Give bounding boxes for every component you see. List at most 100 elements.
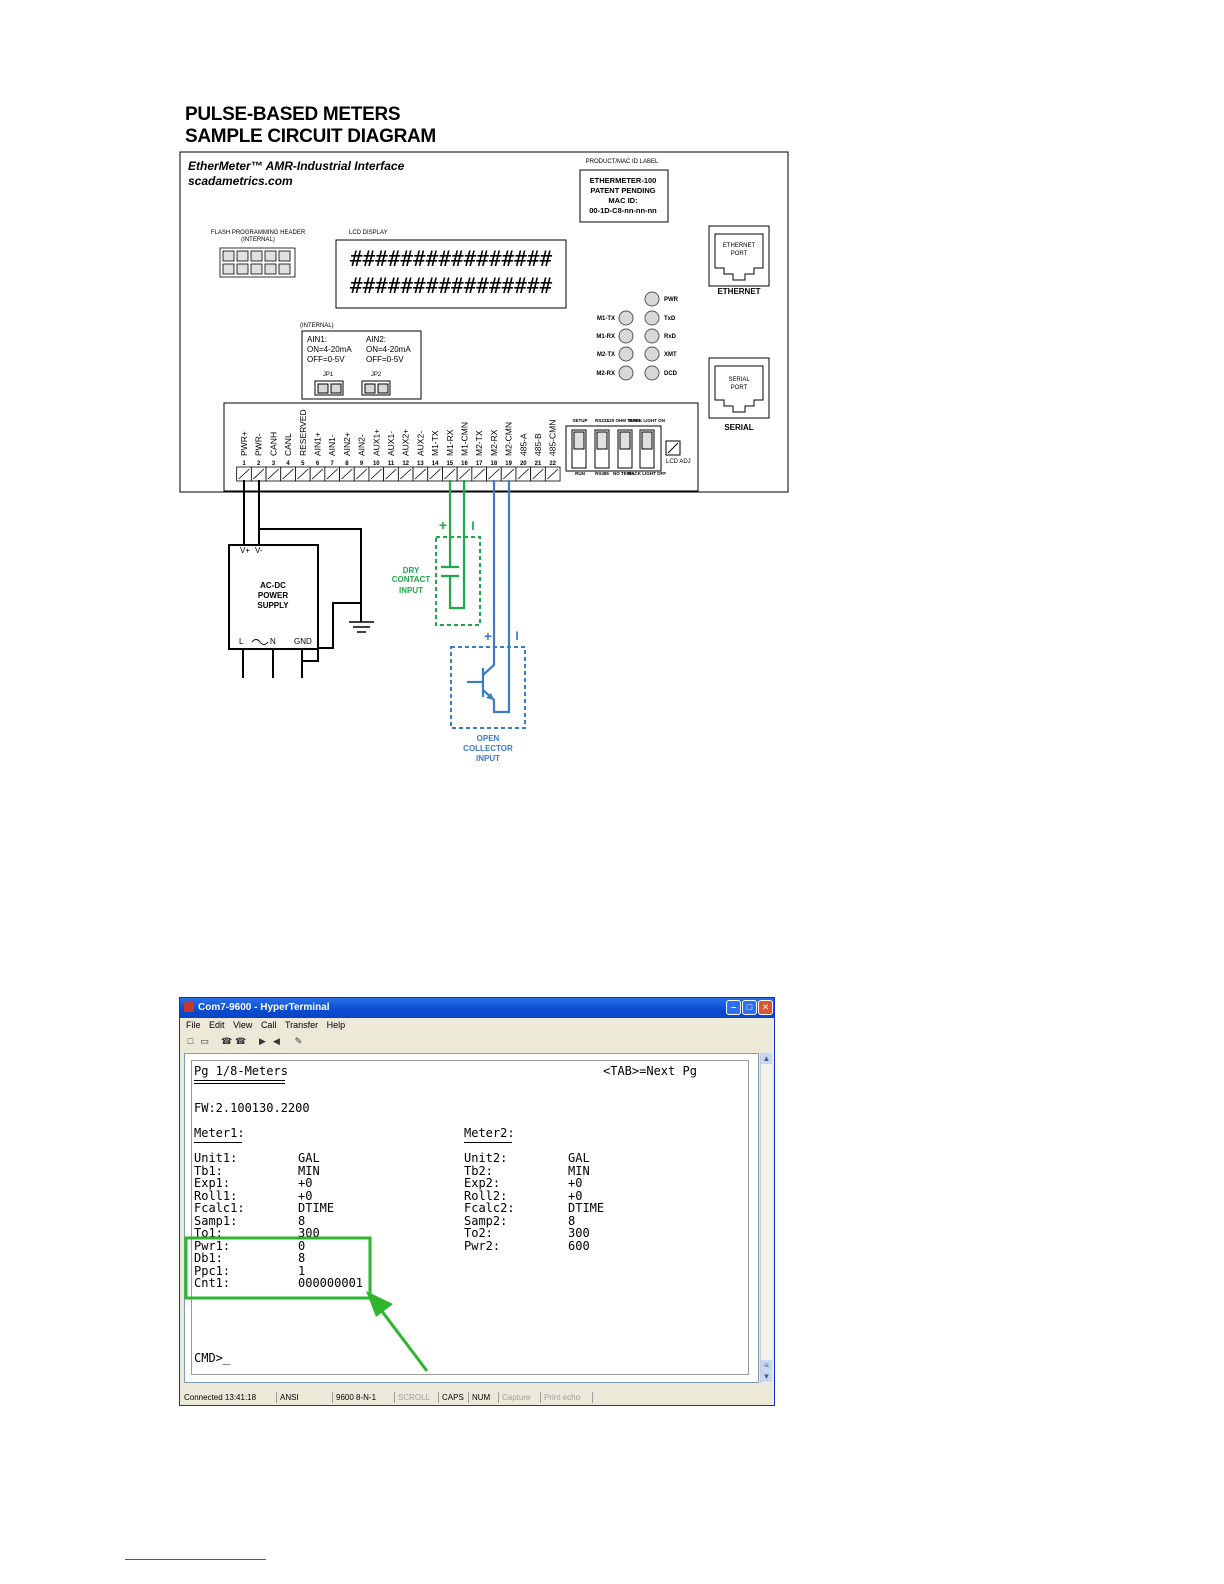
phone-icon[interactable]: ☎ [221,1036,233,1046]
terminal-label-8: AIN2+ [342,432,352,456]
led-txd-label: TxD [664,316,676,322]
led-labels-left: M1-TX M1-RX M2-TX M2-RX [596,316,615,377]
psu-gnd: GND [294,637,312,646]
maximize-button[interactable]: □ [742,1000,757,1015]
terminal-number-13: 13 [417,461,424,467]
terminal-number-17: 17 [476,461,483,467]
meter1-underline [194,1142,242,1143]
led-m2rx-label: M2-RX [596,371,615,377]
ain2-line-2: ON=4-20mA [366,345,411,354]
window-title: Com7-9600 - HyperTerminal [198,1002,330,1013]
psu-n: N [270,637,276,646]
hyperterminal-app-icon [184,1002,194,1012]
minimize-button[interactable]: – [726,1000,741,1015]
close-button[interactable]: ✕ [758,1000,773,1015]
new-file-icon[interactable]: □ [187,1036,194,1046]
terminal-number-12: 12 [402,461,409,467]
dip-top-2: RS232 [595,418,609,423]
terminal-label-3: CANH [268,432,278,456]
terminal-screw-slot-4 [282,468,294,480]
menu-view[interactable]: View [233,1020,253,1030]
status-bar: Connected 13:41:18 ANSI 9600 8-N-1 SCROL… [180,1391,774,1405]
open-collector-wires [467,480,511,714]
menu-edit[interactable]: Edit [209,1020,225,1030]
meter2-value-5: DTIME [568,1201,605,1215]
terminal-screw-slot-20 [517,468,529,480]
led-dcd-label: DCD [664,371,678,377]
meter2-title: Meter2: [464,1126,515,1140]
header-underline-2 [194,1083,285,1084]
transistor-arrow [486,693,494,700]
terminal-label-20: 485-A [518,433,528,456]
dry-contact-minus: I [471,519,474,533]
terminal-label-16: M1-CMN [460,422,470,456]
flash-header-caption-2: (INTERNAL) [241,237,275,243]
terminal-screw-slot-6 [311,468,324,480]
hyperterminal-window: Com7-9600 - HyperTerminal – □ ✕ File Edi… [179,997,775,1406]
serial-jack-outline [714,365,764,413]
open-collector-minus: I [515,629,518,643]
power-wires [242,480,362,678]
terminal-number-16: 16 [461,461,468,467]
terminal-number-7: 7 [331,461,335,467]
menu-help[interactable]: Help [326,1020,346,1030]
meter1-key-3: Exp1: [194,1176,231,1190]
footer-rule [125,1559,266,1560]
meter2-value-8: 600 [568,1238,590,1253]
meter2-value-3: +0 [568,1176,583,1190]
terminal-screw-slot-12 [400,468,412,480]
terminal-screw-slot-21 [532,468,544,480]
status-emulation: ANSI [278,1392,333,1403]
dip-switch-block [565,425,662,472]
scroll-down-icon[interactable]: ▼ [761,1371,772,1382]
open-collector-label-1: OPEN [477,734,500,743]
menu-bar: File Edit View Call Transfer Help [180,1018,774,1032]
meter1-key-5: Fcalc1: [194,1201,245,1215]
terminal-screw-slot-14 [429,468,441,480]
terminal-label-22: 485-CMN [548,420,558,456]
window-titlebar[interactable]: Com7-9600 - HyperTerminal – □ ✕ [180,998,774,1018]
properties-icon[interactable]: ✎ [294,1036,303,1046]
send-icon[interactable]: ▶ [259,1036,266,1046]
power-supply-box [228,544,319,650]
meter2-key-1: Unit2: [464,1151,508,1165]
title-line-1: PULSE-BASED METERS [185,104,401,125]
meter1-key-2: Tb1: [194,1163,223,1178]
open-folder-icon[interactable]: ▭ [200,1036,209,1046]
device-name: EtherMeter™ AMR-Industrial Interface [188,159,405,173]
led-xmt-label: XMT [664,352,677,358]
dip-top-labels: SETUP RS232 120 OHM TERM. BACK LIGHT ON [572,418,664,423]
serial-port-label-2: PORT [731,385,748,391]
terminal-output[interactable]: Pg 1/8-Meters <TAB>=Next Pg FW:2.100130.… [184,1053,759,1383]
open-collector-label: OPEN COLLECTOR INPUT [463,734,513,763]
dry-contact-wires [441,480,466,610]
meter2-key-6: Samp2: [464,1213,508,1228]
terminal-number-18: 18 [491,461,498,467]
menu-call[interactable]: Call [260,1020,277,1030]
dry-contact-plus: + [439,517,447,533]
status-num: NUM [470,1392,499,1403]
scroll-up-icon[interactable]: ▲ [761,1053,772,1064]
open-collector-plus: + [484,628,492,644]
terminal-number-11: 11 [388,461,395,467]
meter1-value-4: +0 [298,1188,313,1203]
ethernet-label: ETHERNET [717,287,760,296]
menu-transfer[interactable]: Transfer [284,1020,319,1030]
menu-file[interactable]: File [186,1020,201,1030]
meter1-title: Meter1: [194,1126,245,1140]
receive-icon[interactable]: ◀ [273,1036,280,1046]
command-prompt[interactable]: CMD>_ [194,1351,231,1365]
vertical-scrollbar[interactable]: ▲ ≡ ▼ [760,1053,772,1383]
meter1-value-2: MIN [298,1163,320,1178]
dip-top-4: BACK LIGHT ON [629,418,665,423]
dry-contact-label-2: CONTACT [392,575,431,584]
terminal-number-20: 20 [520,461,527,467]
title-line-2: SAMPLE CIRCUIT DIAGRAM [185,126,436,147]
status-connected: Connected 13:41:18 [182,1392,277,1403]
scroll-thumb[interactable]: ≡ [761,1360,772,1371]
status-capture: Capture [500,1392,541,1403]
meter1-key-7: To1: [194,1226,223,1240]
ground-symbol [349,621,374,633]
disconnect-icon[interactable]: ☎ [235,1036,247,1046]
terminal-number-21: 21 [535,461,542,467]
